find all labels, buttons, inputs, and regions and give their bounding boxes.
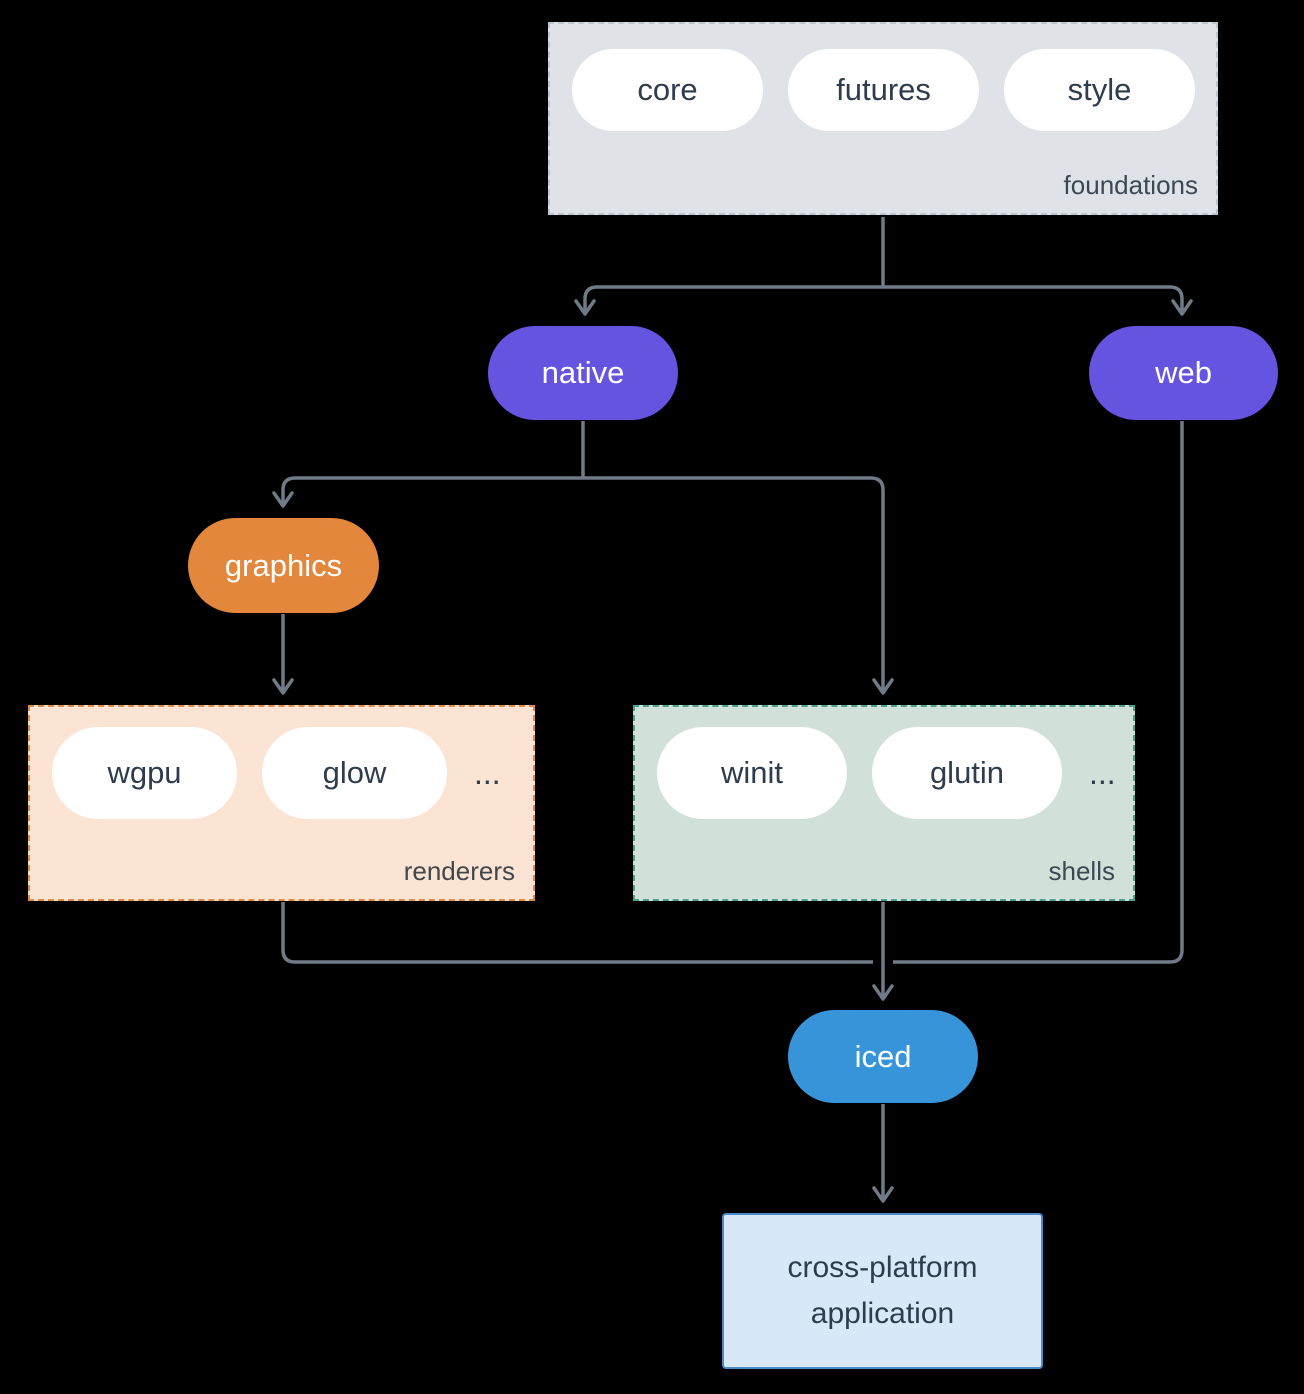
application-label: cross-platform application (787, 1250, 978, 1331)
shells-group-label: shells (1048, 856, 1115, 886)
pill-glow: glow (262, 727, 447, 819)
pill-futures: futures (788, 49, 979, 131)
shells-pill-row: winit glutin ... (635, 707, 1133, 839)
connector-renderers-feed (281, 902, 873, 964)
pill-core: core (572, 49, 763, 131)
pill-glutin: glutin (872, 727, 1062, 819)
renderers-ellipsis: ... (474, 754, 501, 791)
pill-winit: winit (657, 727, 847, 819)
connector-native-to-shells (583, 476, 894, 695)
node-iced: iced (788, 1010, 978, 1103)
node-graphics: graphics (188, 518, 379, 613)
node-native: native (488, 326, 678, 420)
pill-wgpu: wgpu (52, 727, 237, 819)
connector-native-to-graphics (272, 476, 583, 508)
renderers-group-label: renderers (403, 856, 515, 886)
connector-foundations-to-web (883, 285, 1193, 316)
renderers-pill-row: wgpu glow ... (30, 707, 533, 839)
connector-foundations-to-native (574, 285, 883, 316)
shells-ellipsis: ... (1089, 754, 1116, 791)
renderers-group: wgpu glow ... renderers (28, 705, 535, 901)
foundations-group-label: foundations (1063, 170, 1198, 200)
foundations-pill-row: core futures style (550, 24, 1216, 156)
connector-web-feed (893, 421, 1184, 964)
application-box: cross-platform application (722, 1213, 1043, 1369)
pill-style: style (1004, 49, 1195, 131)
node-web: web (1089, 326, 1278, 420)
foundations-group: core futures style foundations (548, 22, 1218, 215)
shells-group: winit glutin ... shells (633, 705, 1135, 901)
